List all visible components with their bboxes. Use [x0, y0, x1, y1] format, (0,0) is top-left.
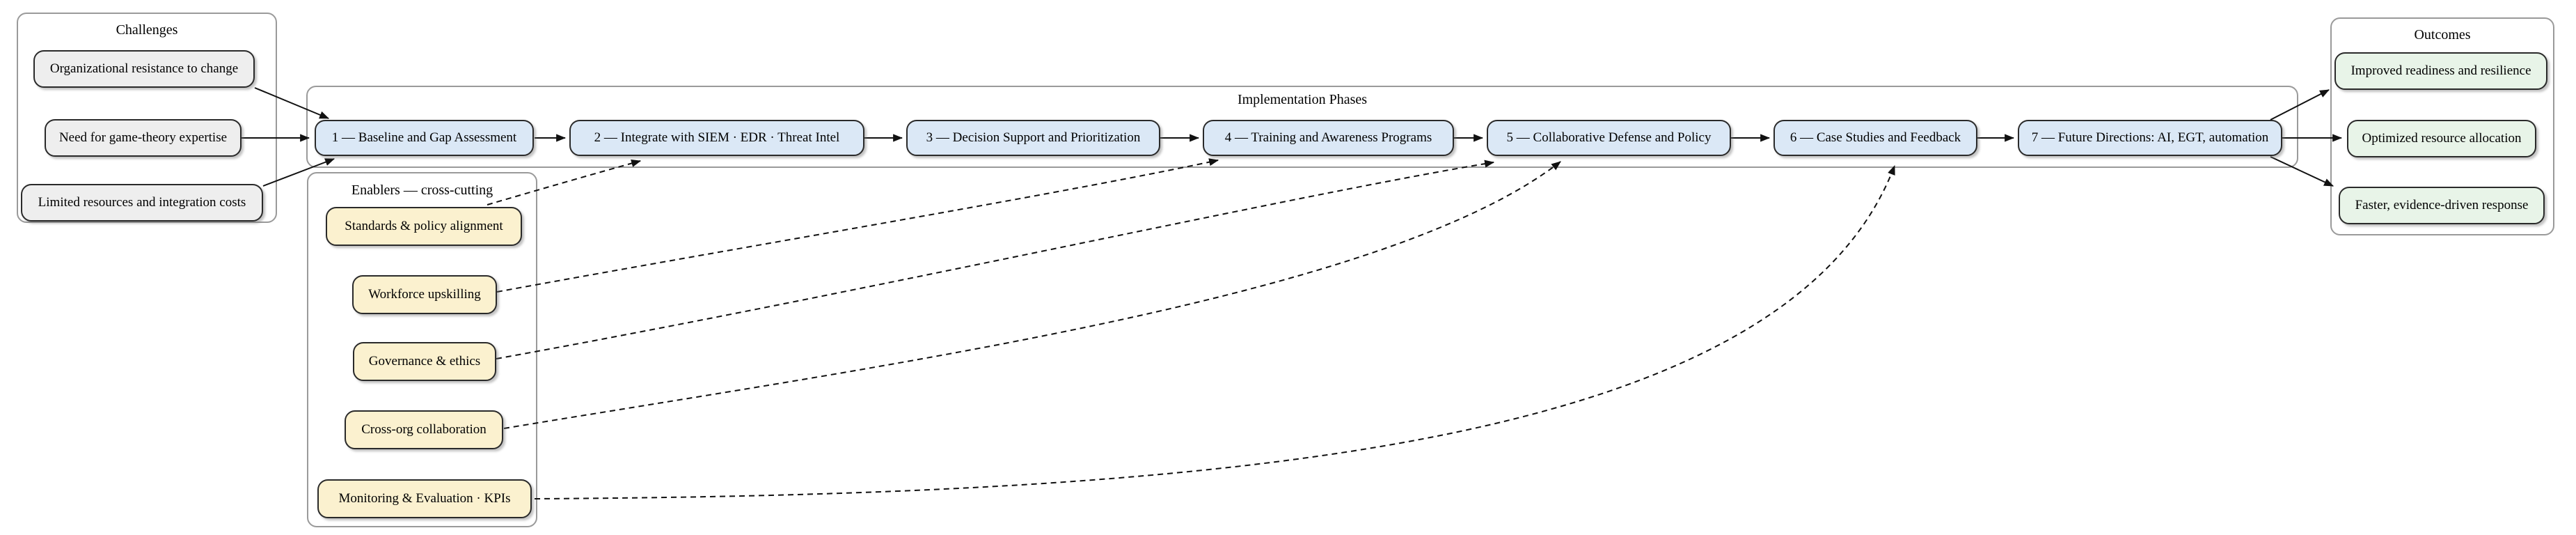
- outcome-node-3: Faster, evidence-driven response: [2339, 187, 2545, 224]
- phase-node-3: 3 — Decision Support and Prioritization: [906, 120, 1160, 156]
- enabler-node-3: Governance & ethics: [353, 342, 496, 381]
- enabler-node-1: Standards & policy alignment: [326, 207, 522, 246]
- phase-node-2: 2 — Integrate with SIEM · EDR · Threat I…: [569, 120, 864, 156]
- phases-title: Implementation Phases: [1237, 92, 1368, 107]
- outcomes-title: Outcomes: [2414, 27, 2471, 42]
- challenge-node-2: Need for game-theory expertise: [45, 119, 242, 157]
- edge-enabler4-phase5: [503, 161, 1561, 429]
- challenges-title: Challenges: [116, 22, 178, 38]
- edge-enabler5-phase6: [534, 164, 1895, 499]
- edge-enabler3-phase5: [496, 160, 1495, 359]
- phase-node-4: 4 — Training and Awareness Programs: [1203, 120, 1454, 156]
- phase-node-5: 5 — Collaborative Defense and Policy: [1487, 120, 1731, 156]
- outcome-node-2: Optimized resource allocation: [2347, 120, 2536, 157]
- challenge-node-3: Limited resources and integration costs: [21, 184, 263, 222]
- phase-node-1: 1 — Baseline and Gap Assessment: [315, 120, 534, 156]
- challenge-node-1: Organizational resistance to change: [33, 50, 255, 88]
- enabler-node-2: Workforce upskilling: [352, 275, 497, 314]
- enabler-node-5: Monitoring & Evaluation · KPIs: [317, 479, 532, 518]
- edge-enabler2-phase4: [496, 158, 1219, 293]
- phase-node-6: 6 — Case Studies and Feedback: [1773, 120, 1977, 156]
- enabler-node-4: Cross-org collaboration: [345, 410, 503, 449]
- outcome-node-1: Improved readiness and resilience: [2334, 52, 2547, 90]
- enablers-title: Enablers — cross-cutting: [351, 183, 493, 198]
- phase-node-7: 7 — Future Directions: AI, EGT, automati…: [2018, 120, 2282, 156]
